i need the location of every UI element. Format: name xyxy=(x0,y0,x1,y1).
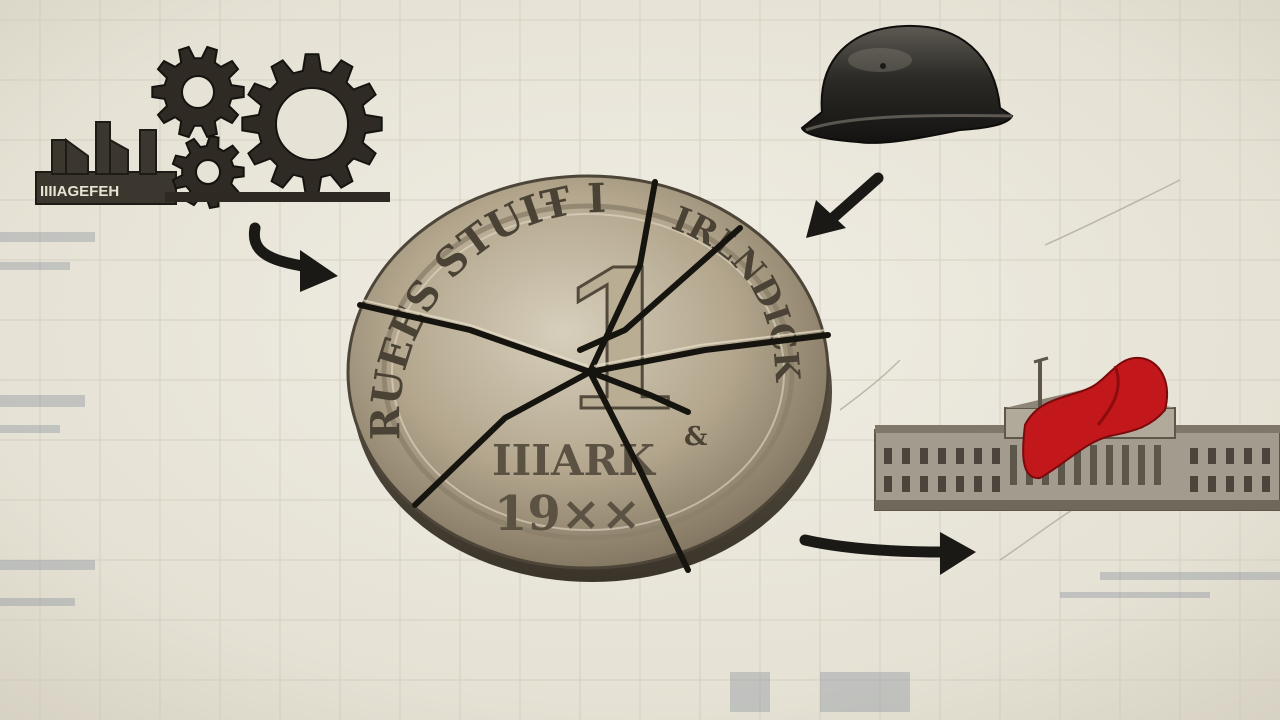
factory-gears-icon: IIIIAGEFEH xyxy=(35,45,390,210)
red-banner-icon xyxy=(1022,356,1168,480)
coin-ampersand: & xyxy=(684,422,707,452)
coin-denomination: 1 xyxy=(555,230,687,453)
government-building-icon xyxy=(874,356,1280,511)
arrow-to-government xyxy=(799,534,951,558)
small-gear-icon xyxy=(151,45,245,139)
middle-gear-icon xyxy=(171,134,245,210)
broken-mark-coin: RUEES STUIŦ IIII IRLNDICK 1 IIIARK 19×× … xyxy=(0,0,832,582)
arrow-head-government xyxy=(940,532,976,575)
large-gear-icon xyxy=(241,53,383,195)
coin-cracks xyxy=(357,179,831,573)
factory-label: IIIIAGEFEH xyxy=(40,183,119,200)
arrow-head-industry xyxy=(300,250,338,292)
coin-unit: IIIARK xyxy=(492,436,656,485)
steel-helmet-icon xyxy=(800,24,1014,144)
arrow-head-military xyxy=(806,200,846,238)
coin-year: 19×× xyxy=(494,486,641,542)
